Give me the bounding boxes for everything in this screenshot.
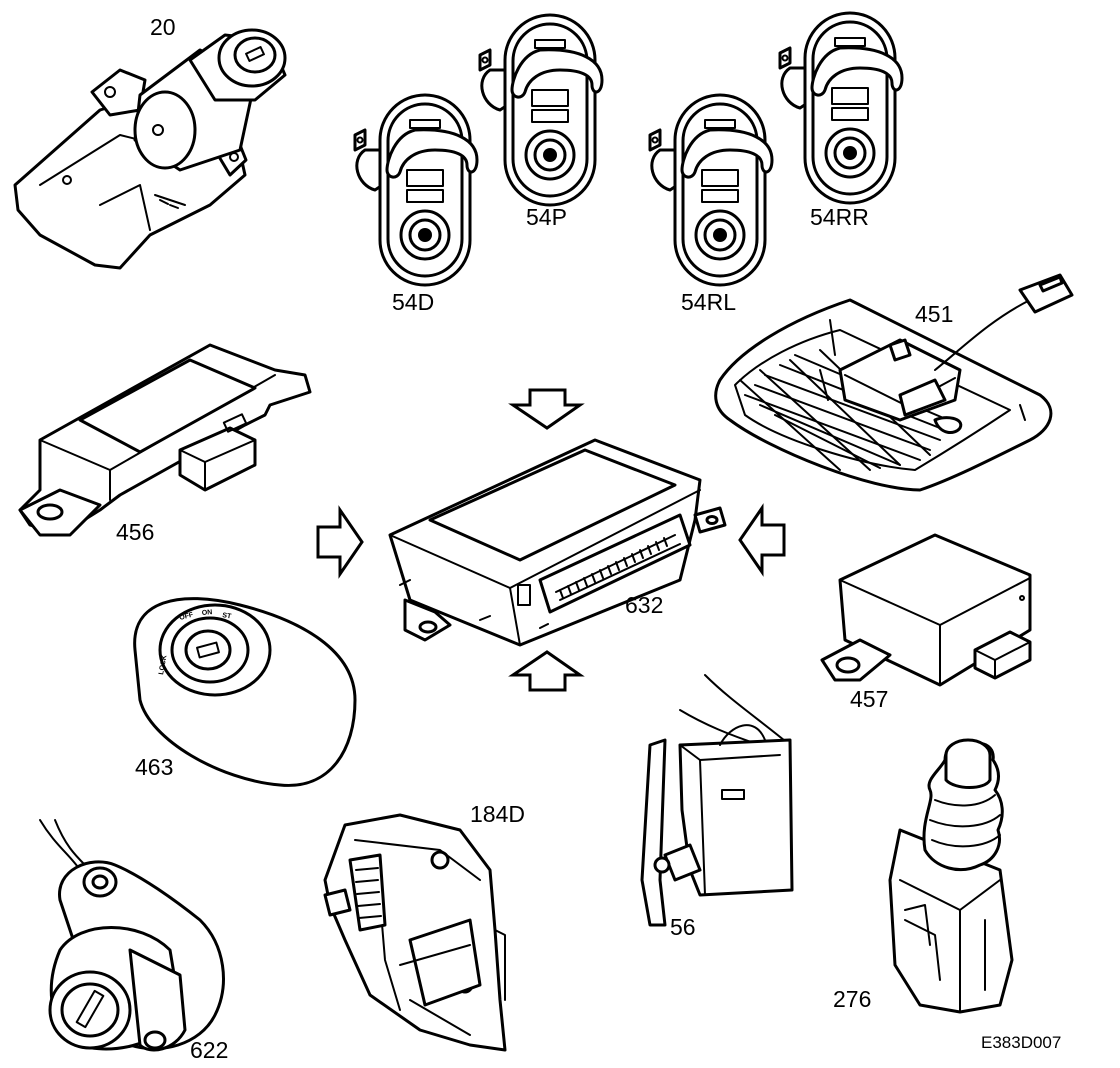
component-20-ignition-switch <box>13 28 287 270</box>
label-276: 276 <box>833 986 871 1012</box>
label-184D: 184D <box>470 801 525 827</box>
component-54RL-door-lock-switch <box>648 93 774 287</box>
component-632-central-control-unit <box>388 438 727 647</box>
label-451: 451 <box>915 301 953 327</box>
label-54RR: 54RR <box>810 204 869 230</box>
label-20: 20 <box>150 14 176 40</box>
label-54RL: 54RL <box>681 289 736 315</box>
component-456-module <box>18 343 312 537</box>
component-54RR-door-lock-switch <box>778 11 904 205</box>
arrow-down-to-632 <box>508 388 585 430</box>
component-622-lock-cylinder <box>39 819 225 1052</box>
label-56: 56 <box>670 914 696 940</box>
component-451-roof-console <box>714 273 1074 492</box>
label-457: 457 <box>850 686 888 712</box>
label-456: 456 <box>116 519 154 545</box>
arrow-left-to-632 <box>738 503 786 577</box>
marking-on: ON <box>202 609 213 617</box>
label-463: 463 <box>135 754 173 780</box>
label-54P: 54P <box>526 204 567 230</box>
component-457-module <box>820 533 1032 687</box>
marking-st: ST <box>222 612 233 621</box>
label-54D: 54D <box>392 289 434 315</box>
connector-pins <box>559 537 668 599</box>
component-184D-door-lock <box>323 813 507 1052</box>
arrow-up-to-632 <box>508 650 585 692</box>
component-56-switch <box>640 674 794 927</box>
component-463-ignition-cover: OFF ON ST LOCK <box>133 597 357 787</box>
arrow-right-to-632 <box>316 505 364 579</box>
label-622: 622 <box>190 1037 228 1063</box>
label-632: 632 <box>625 592 663 618</box>
component-276-actuator <box>888 738 1014 1014</box>
component-54P-door-lock-switch <box>478 13 604 207</box>
component-54D-door-lock-switch <box>353 93 479 287</box>
diagram-code: E383D007 <box>981 1033 1061 1052</box>
marking-off: OFF <box>179 611 195 622</box>
marking-lock: LOCK <box>158 655 168 676</box>
